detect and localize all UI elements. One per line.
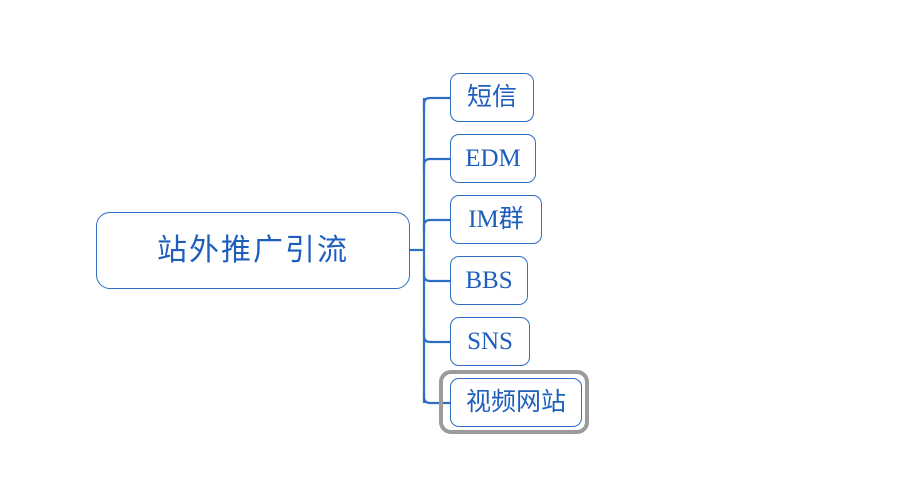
mindmap-node-bbs[interactable]: BBS (450, 256, 528, 305)
mindmap-root-node[interactable]: 站外推广引流 (96, 212, 410, 289)
selection-frame (439, 370, 589, 434)
node-label-sms: 短信 (466, 84, 517, 111)
mindmap-node-edm[interactable]: EDM (450, 134, 536, 183)
connector-branch-sms (422, 96, 450, 110)
node-label-im-group: IM群 (468, 206, 524, 233)
root-node-label: 站外推广引流 (157, 233, 349, 267)
node-label-bbs: BBS (465, 267, 513, 294)
mindmap-node-im-group[interactable]: IM群 (450, 195, 542, 244)
connector-branch-imgroup (422, 218, 450, 232)
connector-branch-sns (422, 330, 450, 344)
connector-branch-bbs (422, 269, 450, 283)
node-label-video-site: 视频网站 (465, 389, 566, 416)
mindmap-node-sms[interactable]: 短信 (450, 73, 534, 122)
mindmap-node-sns[interactable]: SNS (450, 317, 530, 366)
connector-branch-edm (422, 157, 450, 171)
mindmap-node-video-site[interactable]: 视频网站 (450, 378, 582, 427)
node-label-edm: EDM (465, 145, 521, 172)
node-label-sns: SNS (467, 328, 513, 355)
